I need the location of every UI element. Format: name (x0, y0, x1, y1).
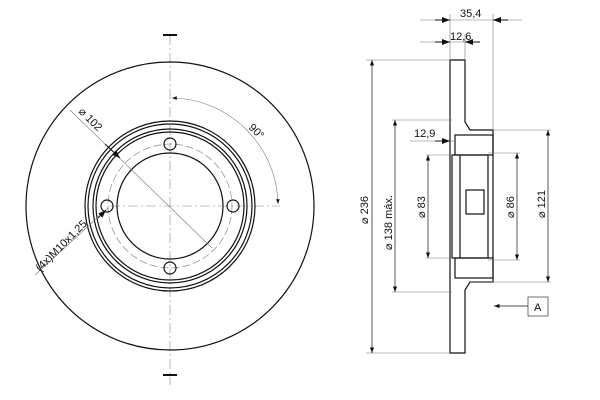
thread-label: (4x)M10x1,25 (34, 218, 90, 274)
angle-arc (171, 96, 280, 205)
bolt-hole (100, 199, 114, 213)
bolt-hole (163, 261, 177, 275)
total-height-label: 35,4 (460, 8, 481, 20)
outer-disc-edge (25, 61, 315, 351)
hub-ring (87, 123, 253, 289)
dia-236-label: ⌀ 236 (359, 196, 371, 224)
hub-center-detail (465, 189, 485, 215)
dim-138: ⌀ 138 máx. (383, 119, 452, 293)
datum-label: A (534, 302, 542, 314)
section-view: 35,4 12,6 12,9 ⌀ 236 ⌀ 138 máx. ⌀ 83 (359, 8, 551, 354)
hub-flange-top (454, 134, 494, 156)
dim-35-4: 35,4 (420, 8, 522, 130)
disc-section (449, 59, 494, 354)
thread-leader (34, 207, 109, 276)
hub-offset-label: 12,9 (414, 128, 435, 140)
hub-ring (95, 131, 245, 281)
bolt-circle (107, 143, 233, 269)
dia-arrow (104, 143, 121, 159)
hub-ring (92, 128, 248, 284)
dim-86: ⌀ 86 (488, 152, 520, 261)
hub-ring-outer (84, 120, 256, 292)
front-view: ⌀ 102 90° (4x)M10x1,25 (25, 34, 315, 385)
hub-cavity (451, 154, 489, 259)
dia-138-label: ⌀ 138 máx. (383, 195, 395, 250)
datum-a: A (494, 296, 549, 317)
dim-83: ⌀ 83 (416, 154, 452, 259)
disc-thickness-label: 12,6 (450, 31, 471, 43)
thread-arrow (97, 209, 107, 219)
angle-label: 90° (246, 122, 266, 142)
dim-121: ⌀ 121 (470, 129, 551, 283)
datum-box (527, 296, 549, 317)
dim-12-9: 12,9 (410, 128, 455, 144)
dim-236: ⌀ 236 (359, 59, 450, 354)
center-bore (116, 152, 224, 260)
dia-83-label: ⌀ 83 (416, 196, 428, 218)
dim-12-6: 12,6 (420, 31, 480, 60)
dia-86-label: ⌀ 86 (505, 196, 517, 218)
hub-flange-bottom (454, 257, 494, 279)
dia-leader (69, 109, 213, 249)
section-marks (163, 34, 177, 376)
dia-121-label: ⌀ 121 (536, 190, 548, 218)
